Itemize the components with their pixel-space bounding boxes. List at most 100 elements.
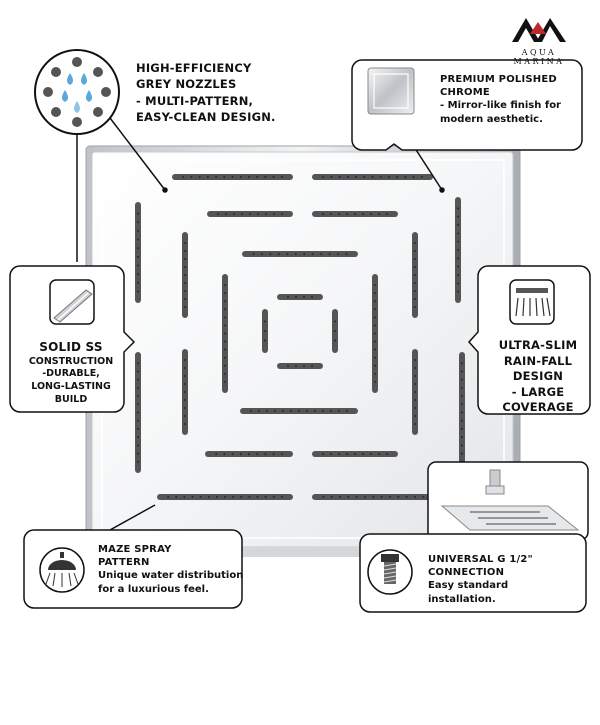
nozzle-dot [290,410,292,412]
connector-nozzles [109,117,166,191]
nozzle-dot [457,257,459,260]
nozzle-dot [374,348,376,351]
maze-body-line-2: for a luxurious feel. [98,583,209,595]
ultra-slim-title-line-1: ULTRA-SLIM [498,338,578,352]
rain-shower-icon [509,279,555,325]
nozzle-dot [240,496,243,498]
nozzle-dot [274,410,276,412]
nozzle-dot [266,410,268,412]
shower-head-icon [39,547,85,593]
nozzle-dot [137,221,139,224]
nozzle-dot [322,496,325,498]
nozzle-dot [137,436,139,439]
nozzle-dot [347,496,350,498]
nozzle-dot [414,391,416,393]
nozzles-callout-text: HIGH-EFFICIENCY GREY NOZZLES - MULTI-PAT… [136,60,286,125]
nozzle-dot [461,411,463,414]
nozzle-dot [215,453,218,455]
nozzle-dot [386,213,388,215]
nozzle-dot [239,176,242,178]
chrome-body-line-1: - Mirror-like finish for [440,100,561,111]
nozzle-dot [461,395,463,398]
nozzle-dot [457,224,459,226]
shower-head-plate [85,145,521,557]
ultra-slim-callout-text: ULTRA-SLIM RAIN-FALL DESIGN - LARGE COVE… [484,338,592,416]
nozzle-dot [264,330,266,332]
nozzle-dot [322,453,324,455]
nozzles-title-line-3: - MULTI-PATTERN, [136,93,254,108]
nozzle-dot [281,213,283,215]
nozzle-dot [457,232,459,235]
nozzle-dot [339,496,341,498]
product-inset-box [427,461,589,541]
nozzle-dot [461,403,463,406]
nozzle-dot [265,213,267,215]
nozzle-dot [137,212,139,215]
nozzle-strips [135,174,465,500]
nozzle-dot [272,453,275,455]
nozzle-dot [225,213,227,215]
nozzle-dot [461,444,463,447]
nozzle-dot [280,453,283,455]
nozzle-dot [334,330,336,332]
nozzle-dot [355,176,358,178]
maze-callout-text: MAZE SPRAY PATTERN Unique water distribu… [98,543,248,596]
nozzle-dot [184,367,186,369]
nozzle-dot [137,229,139,232]
nozzles-title-line-1: HIGH-EFFICIENCY [136,61,252,75]
nozzle-dot [269,253,272,255]
solid-ss-callout-text: SOLID SS CONSTRUCTION -DURABLE, LONG-LAS… [16,340,126,407]
nozzle-dot [457,249,459,251]
nozzle-dot [405,496,408,498]
brand-name: AQUA MARINA [513,48,565,66]
nozzle-dot [374,308,376,311]
nozzle-dot [370,213,372,215]
nozzle-dot [280,176,283,178]
nozzle-dot [286,253,289,255]
nozzle-dot [137,444,139,447]
nozzle-dot [322,176,325,178]
nozzle-dot [256,453,259,455]
nozzle-dot [258,410,260,412]
nozzle-dot [241,213,243,215]
nozzle-dot [457,290,459,293]
nozzle-dot [184,298,186,300]
nozzle-dot [256,176,259,178]
nozzle-dot [330,410,332,412]
nozzle-dot [175,496,178,498]
nozzle-dot [199,496,202,498]
nozzle-dot [232,496,235,498]
nozzle-dot [184,258,186,260]
nozzle-dot [374,316,376,319]
nozzle-dot [414,298,416,300]
nozzle-dot [224,292,226,295]
nozzle-dot [215,496,218,498]
nozzle-dot [247,176,250,178]
nozzle-dot [217,213,219,215]
nozzle-dot [374,332,376,335]
nozzle-dot [334,339,336,342]
nozzle-dot [306,410,308,412]
nozzle-dot [354,453,356,455]
nozzle-dot [414,290,416,292]
nozzle-dot [184,282,186,284]
nozzle-dot [370,453,372,455]
nozzle-dot [256,496,259,498]
nozzle-dot [461,362,463,365]
nozzle-dot [298,410,300,412]
nozzle-dot [137,386,139,389]
chrome-body-line-2: modern aesthetic. [440,113,543,125]
nozzle-dot [457,240,459,243]
chrome-title-line-2: CHROME [440,87,490,98]
nozzle-dot [233,213,235,215]
nozzle-dot [372,496,375,498]
nozzle-dot [260,253,263,255]
nozzle-dot [414,250,416,252]
nozzle-dot [184,306,186,308]
nozzle-dot [137,273,139,276]
nozzle-dot [224,324,226,327]
nozzle-dot [231,453,234,455]
nozzle-dot [280,496,283,498]
nozzle-dot [191,496,194,498]
universal-body-line-1: Easy standard installation. [428,580,509,605]
